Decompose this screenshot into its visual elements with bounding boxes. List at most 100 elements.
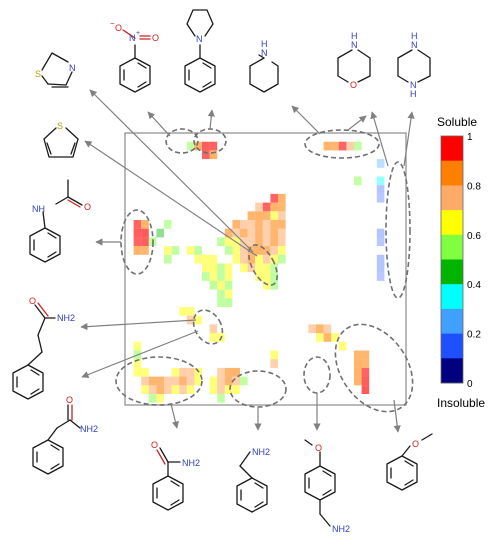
thiophene-s-label: S (57, 121, 63, 131)
heatmap-cell (148, 394, 157, 403)
heatmap-cell (376, 237, 385, 247)
heatmap-cell (217, 237, 225, 247)
arrow (403, 111, 415, 167)
cluster-ellipse (120, 209, 154, 275)
heatmap-cell (224, 376, 233, 386)
heatmap-cell (186, 376, 195, 386)
heatmap-cell (316, 324, 324, 334)
piperazine-n2-label: N (410, 80, 417, 90)
heatmap-cell (232, 385, 240, 394)
heatmap-cell (171, 385, 180, 394)
heatmap-cell (133, 228, 142, 238)
colorbar-tick-label: 0.8 (467, 181, 481, 192)
arrow (170, 403, 179, 429)
heatmap-cell (209, 376, 218, 386)
heatmap-cell (240, 263, 248, 273)
cluster-ellipse (165, 128, 199, 154)
colorbar-band (441, 210, 463, 236)
colorbar (441, 136, 463, 384)
heatmap-cell (270, 211, 278, 220)
propanamide-o-label: O (29, 296, 36, 306)
arrow (393, 399, 401, 433)
heatmap-cell (376, 263, 385, 273)
heatmap-cell (278, 220, 286, 229)
heatmap-cell (270, 237, 278, 247)
heatmap-cell (262, 272, 271, 281)
heatmap-cell (255, 202, 263, 212)
heatmap-cell (240, 220, 248, 229)
phenylpyrrolidine-structure (184, 9, 216, 93)
heatmap-cell (240, 376, 248, 386)
colorbar-tick-label: 0.4 (467, 280, 481, 291)
heatmap-cell (186, 367, 195, 377)
heatmap-cell (270, 228, 278, 238)
heatmap-cell (262, 228, 271, 238)
heatmap-cell (217, 367, 225, 377)
heatmap-cell (186, 307, 195, 316)
heatmap-cell (376, 254, 385, 264)
colorbar-band (441, 284, 463, 310)
heatmap-cell (217, 376, 225, 386)
propanamide-nh2-label: NH2 (57, 313, 75, 323)
nitro-n-label: N (129, 33, 136, 43)
anisole-o-label: O (412, 439, 419, 449)
heatmap-cell (247, 228, 256, 238)
thiazoline-n-label: N (69, 63, 76, 73)
arrow (89, 89, 254, 253)
heatmap-cell (262, 254, 271, 264)
heatmap-cell (224, 280, 233, 290)
heatmap-cell (202, 254, 210, 264)
heatmap-cell (202, 263, 210, 273)
cluster-ellipse (115, 356, 203, 406)
heatmap-cell (255, 263, 263, 273)
cluster-ellipse (334, 323, 414, 413)
arrow (347, 115, 367, 131)
heatmap-cell (354, 376, 362, 386)
heatmap-cell (232, 376, 240, 386)
thiazoline-s-label: S (35, 69, 41, 79)
piperazine-structure (397, 49, 431, 83)
heatmap-cell (141, 228, 149, 238)
acetanilide-o-label: O (84, 202, 91, 212)
heatmap-cell (179, 367, 187, 377)
heatmap-cell (338, 341, 347, 351)
colorbar-band (441, 160, 463, 186)
heatmap-cell (217, 289, 225, 299)
heatmap-cell (171, 367, 180, 377)
colorbar-band (441, 333, 463, 359)
piperidine-structure (249, 54, 279, 93)
heatmap-cell (209, 272, 218, 281)
acetamide-o-label: O (66, 395, 73, 405)
heatmap-cell (209, 280, 218, 290)
heatmap-cell (354, 350, 362, 360)
piperidine-h-label: H (261, 39, 268, 49)
heatmap-cell (376, 185, 385, 194)
benzamide-nh2-label: NH2 (182, 458, 200, 468)
heatmap-cell (308, 324, 316, 334)
heatmap-cell (247, 263, 256, 273)
nitro-o-label: O (115, 23, 122, 33)
benzamide-o-label: O (151, 440, 158, 450)
heatmap-cell (232, 254, 240, 264)
colorbar-band (441, 136, 463, 161)
heatmap-cell (232, 246, 240, 255)
heatmap-cell (194, 141, 202, 151)
heatmap-cell (323, 141, 332, 151)
heatmap-cell (179, 385, 187, 394)
heatmap-cell (247, 220, 256, 229)
arrow (80, 319, 197, 331)
heatmap-cell (194, 254, 202, 264)
heatmap-cell (240, 246, 248, 255)
heatmap-cell (224, 263, 233, 273)
heatmap-cell (209, 254, 218, 264)
heatmap-cell (164, 376, 172, 386)
heatmap-cell (232, 367, 240, 377)
heatmap-cell (247, 254, 256, 264)
map-border (124, 132, 407, 406)
heatmap-cell (141, 246, 149, 255)
heatmap-cell (361, 350, 370, 360)
heatmap-cell (331, 141, 339, 151)
piperidine-n-label: N (261, 48, 268, 58)
phenylpropanamide-structure (12, 302, 56, 400)
